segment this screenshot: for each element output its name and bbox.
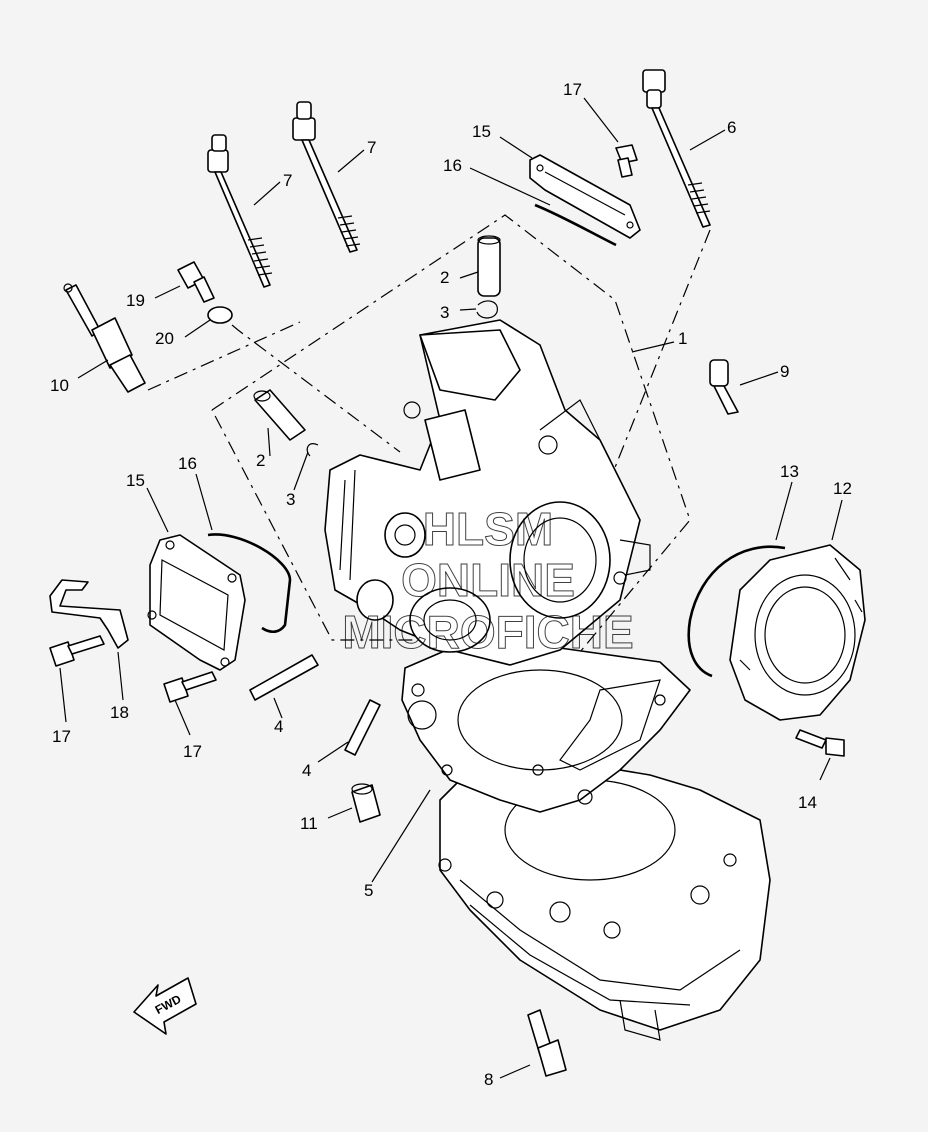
- callout-4-upper: 4: [274, 717, 283, 736]
- callout-20: 20: [155, 329, 174, 348]
- bracket-18: [49, 579, 129, 649]
- callout-8: 8: [484, 1070, 493, 1089]
- head-cover-top: [529, 154, 641, 239]
- callout-7-center: 7: [367, 138, 376, 157]
- head-cover-left: [147, 534, 246, 671]
- callout-7-left: 7: [283, 171, 292, 190]
- callout-2-left: 2: [256, 451, 265, 470]
- bolt-9: [709, 359, 739, 415]
- watermark-line-3: MICROFICHE: [342, 606, 633, 658]
- callout-6: 6: [727, 118, 736, 137]
- watermark-line-1: HLSM: [423, 503, 553, 555]
- stud-4-lower: [344, 699, 381, 756]
- callout-4-lower: 4: [302, 761, 311, 780]
- valve-guide-left: [253, 389, 306, 441]
- dowel-pin: [351, 783, 381, 823]
- reference-lines: [147, 214, 711, 701]
- callout-2-top: 2: [440, 268, 449, 287]
- bolt-8: [527, 1009, 567, 1077]
- head-gasket: [401, 639, 691, 813]
- callout-16-top: 16: [443, 156, 462, 175]
- callout-10: 10: [50, 376, 69, 395]
- stud-bolt-right: [642, 69, 711, 228]
- callout-9: 9: [780, 362, 789, 381]
- callout-15-left: 15: [126, 471, 145, 490]
- bolt-17-left: [49, 635, 105, 667]
- stud-4-upper: [249, 654, 319, 701]
- o-ring: [687, 545, 786, 678]
- bolt-14: [795, 729, 845, 757]
- cover-gasket-left: [207, 533, 292, 634]
- bolt-17-center: [163, 671, 217, 703]
- callout-14: 14: [798, 793, 817, 812]
- callout-15-top: 15: [472, 122, 491, 141]
- valve-guide-top: [477, 235, 501, 297]
- callout-13: 13: [780, 462, 799, 481]
- side-cover: [729, 544, 866, 721]
- stud-bolt-center: [292, 101, 361, 253]
- washer-20: [207, 306, 233, 324]
- callout-17-top: 17: [563, 80, 582, 99]
- stud-bolt-left: [207, 134, 273, 288]
- callout-12: 12: [833, 479, 852, 498]
- circlip-top: [476, 300, 498, 319]
- callout-numbers: 1 2 3 2 3 4 4 5 6 7 7 8 9 10 11 12 13 14…: [50, 80, 852, 1089]
- cylinder-block: [438, 759, 771, 1041]
- callout-17-left: 17: [52, 727, 71, 746]
- callout-11: 11: [300, 814, 318, 833]
- callout-16-left: 16: [178, 454, 197, 473]
- callout-19: 19: [126, 291, 145, 310]
- callout-17-center: 17: [183, 742, 202, 761]
- fwd-arrow-icon: FWD: [133, 977, 197, 1035]
- callout-3-left: 3: [286, 490, 295, 509]
- cover-gasket-top: [534, 203, 617, 247]
- bolt-17-top: [615, 144, 638, 178]
- circlip-left: [306, 443, 319, 457]
- callout-5: 5: [364, 881, 373, 900]
- leader-lines: [59, 97, 843, 1079]
- bolt-19: [177, 261, 215, 303]
- callout-1: 1: [678, 329, 687, 348]
- watermark: HLSM ONLINE MICROFICHE: [342, 503, 634, 659]
- callout-3-top: 3: [440, 303, 449, 322]
- cylinder-head: [324, 319, 651, 666]
- watermark-line-2: ONLINE: [401, 554, 575, 606]
- spark-plug: [63, 283, 146, 393]
- callout-18: 18: [110, 703, 129, 722]
